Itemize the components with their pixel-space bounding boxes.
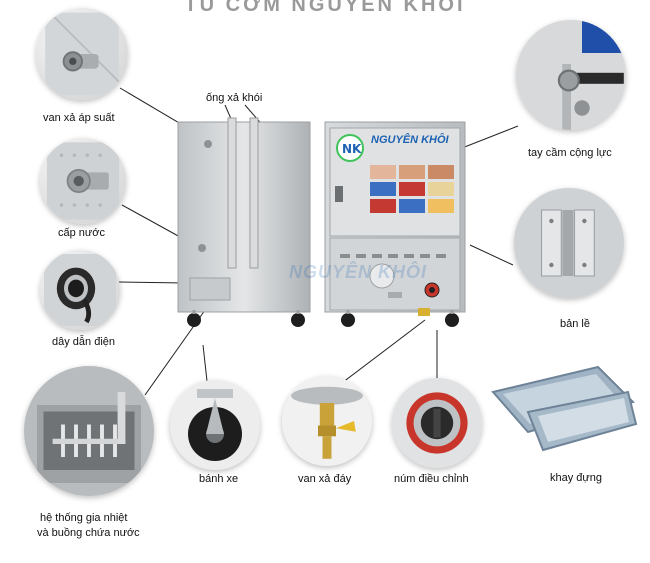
label-van-xa-ap-suat: van xả áp suất xyxy=(43,112,115,124)
header-title: TỦ CƠM NGUYÊN KHÔI xyxy=(184,0,466,12)
label-tay-cam-cong-luc: tay cầm cộng lực xyxy=(528,147,612,159)
label-ong-xa-khoi: ống xả khói xyxy=(206,92,263,104)
hinge-image xyxy=(514,188,624,298)
water-supply-image xyxy=(40,138,126,224)
handle-image xyxy=(516,20,626,130)
label-day-dan-dien: dây dẫn điện xyxy=(52,336,115,348)
label-banh-xe: bánh xe xyxy=(199,473,239,485)
label-van-xa-day: van xả đáy xyxy=(298,473,352,485)
label-buong-chua-nuoc: và buồng chứa nước xyxy=(37,527,140,539)
heating-system-image xyxy=(24,366,154,496)
pressure-valve-image xyxy=(36,8,128,100)
power-cord-image xyxy=(40,250,120,330)
label-cap-nuoc: cấp nước xyxy=(58,227,105,239)
drain-valve-image xyxy=(282,376,372,466)
label-num-dieu-chinh: núm điều chỉnh xyxy=(394,473,469,485)
svg-text:NK: NK xyxy=(342,142,362,156)
rice-steamer-cabinet: NK xyxy=(170,110,470,340)
brand-name: NGUYÊN KHÔI xyxy=(371,134,449,146)
control-knob-image xyxy=(392,378,482,468)
brand-watermark: NGUYÊN KHÔI xyxy=(289,262,428,282)
label-khay-dung: khay đựng xyxy=(550,472,603,484)
wheel-image xyxy=(170,380,260,470)
tray-image xyxy=(488,362,638,452)
label-ban-le: bản lề xyxy=(560,318,590,330)
label-he-thong-gia-nhiet: hệ thống gia nhiệt xyxy=(40,512,128,524)
